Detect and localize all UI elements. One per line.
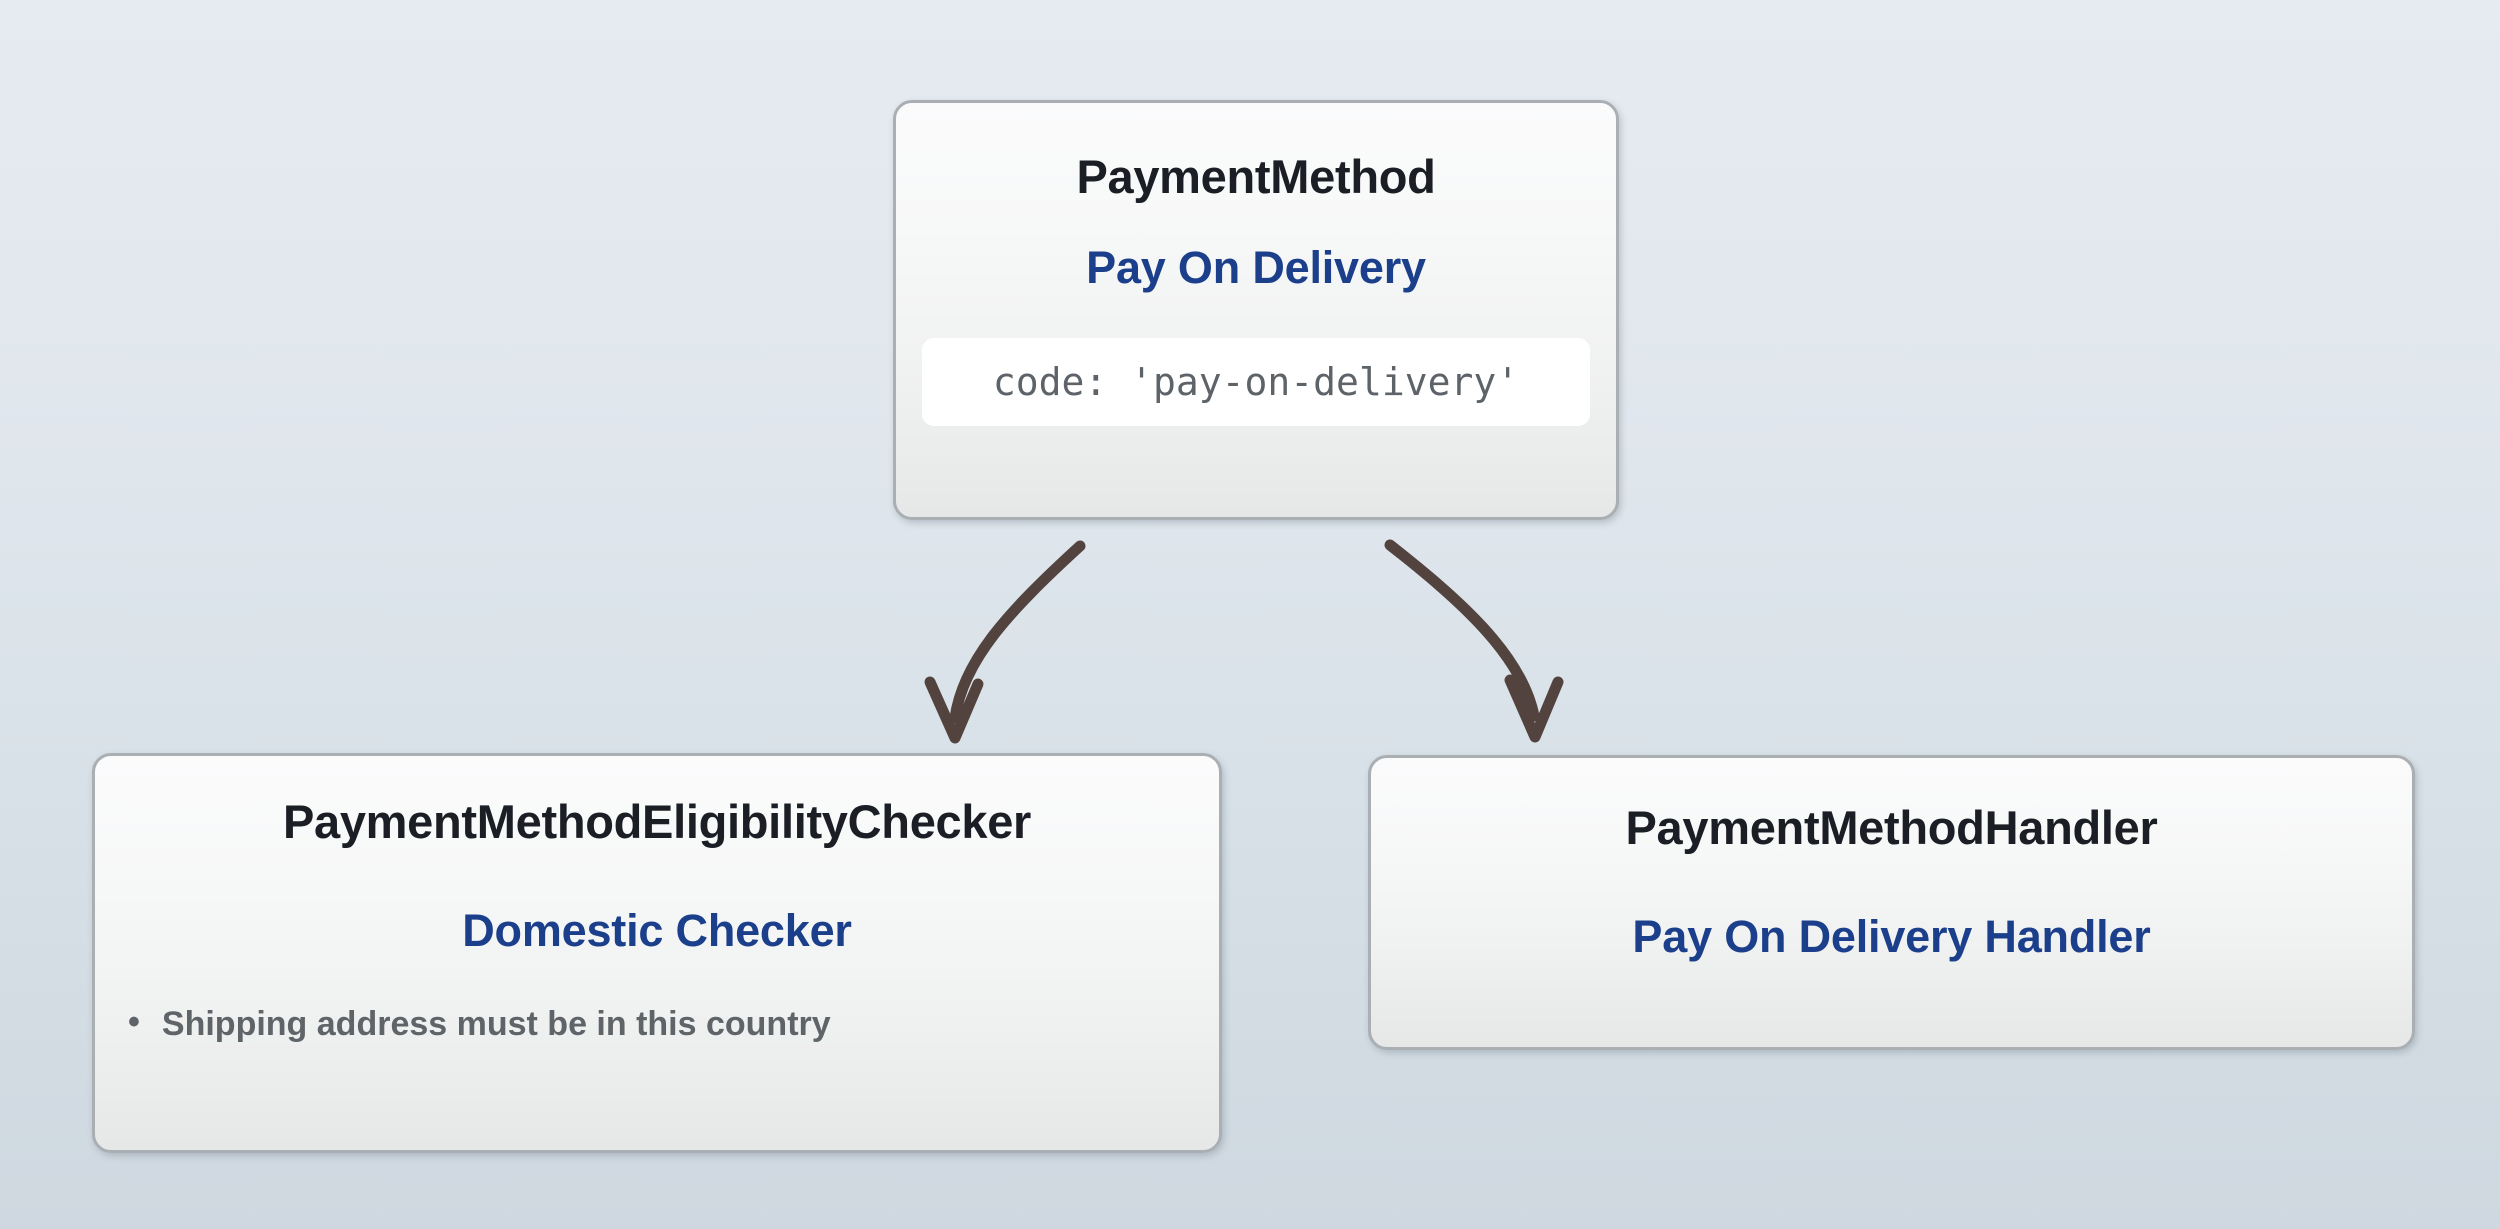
node-payment-handler-name: Pay On Delivery Handler [1632, 911, 2151, 962]
node-payment-method[interactable]: PaymentMethod Pay On Delivery code: 'pay… [893, 100, 1619, 520]
node-payment-handler[interactable]: PaymentMethodHandler Pay On Delivery Han… [1368, 755, 2415, 1050]
edge-payment-method-to-payment-handler [1384, 539, 1564, 743]
bullet-dot-icon: • [128, 1003, 140, 1041]
node-payment-handler-type: PaymentMethodHandler [1625, 801, 2158, 854]
list-item: • Shipping address must be in this count… [128, 1005, 1196, 1044]
node-eligibility-checker-bullets: • Shipping address must be in this count… [118, 1005, 1196, 1044]
node-payment-method-name: Pay On Delivery [1086, 242, 1426, 293]
edge-payment-method-to-eligibility-checker [924, 540, 1086, 744]
bullet-text: Shipping address must be in this country [161, 1005, 831, 1043]
node-eligibility-checker-name: Domestic Checker [462, 905, 852, 956]
node-eligibility-checker[interactable]: PaymentMethodEligibilityChecker Domestic… [92, 753, 1222, 1153]
node-payment-method-type: PaymentMethod [1076, 150, 1436, 203]
node-eligibility-checker-type: PaymentMethodEligibilityChecker [282, 795, 1032, 848]
node-payment-method-code-chip: code: 'pay-on-delivery' [922, 338, 1590, 426]
